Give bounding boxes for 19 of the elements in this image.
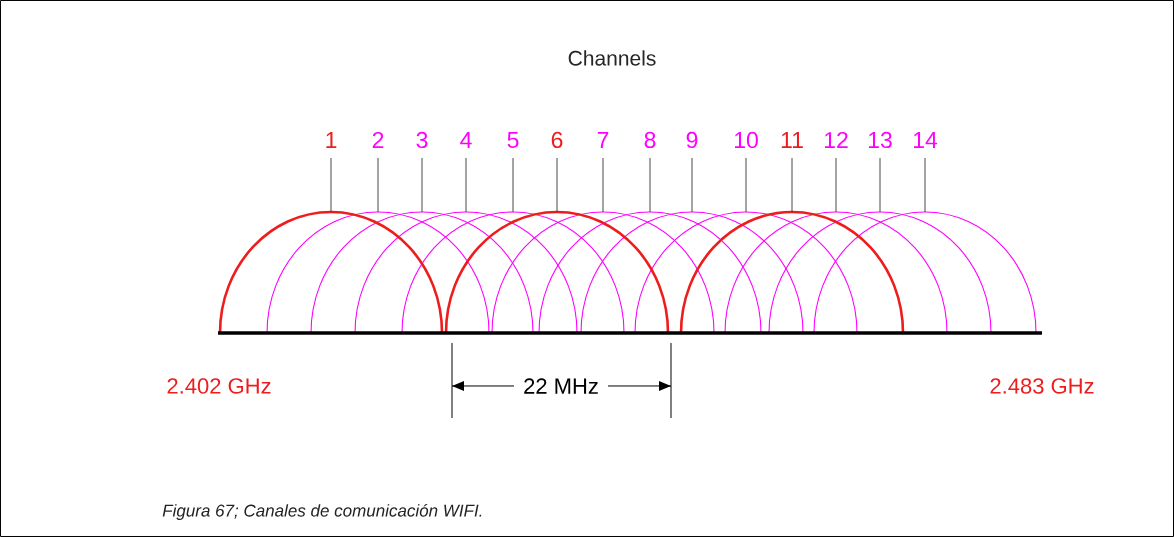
- caption: Figura 67; Canales de comunicación WIFI.: [162, 503, 482, 520]
- channel-number: 6: [551, 131, 563, 149]
- frequency-label: 2.402 GHz: [167, 378, 271, 394]
- channel-number: 4: [460, 132, 472, 148]
- channel-number: 8: [644, 131, 656, 149]
- channel-number: 10: [734, 131, 758, 149]
- chart-title: Channels: [568, 50, 656, 66]
- channel-number: 9: [686, 131, 698, 149]
- channel-number: 1: [326, 132, 337, 148]
- dimension-label: 22 MHz: [524, 378, 598, 394]
- channel-number: 14: [913, 132, 938, 148]
- channel-number: 7: [597, 132, 609, 148]
- frequency-label: 2.483 GHz: [990, 378, 1094, 394]
- channel-number: 11: [781, 132, 803, 148]
- channel-number: 12: [824, 131, 848, 148]
- channel-number: 5: [507, 131, 519, 148]
- channel-number: 2: [372, 131, 384, 148]
- channel-number: 3: [416, 131, 428, 149]
- channel-number: 13: [868, 131, 892, 149]
